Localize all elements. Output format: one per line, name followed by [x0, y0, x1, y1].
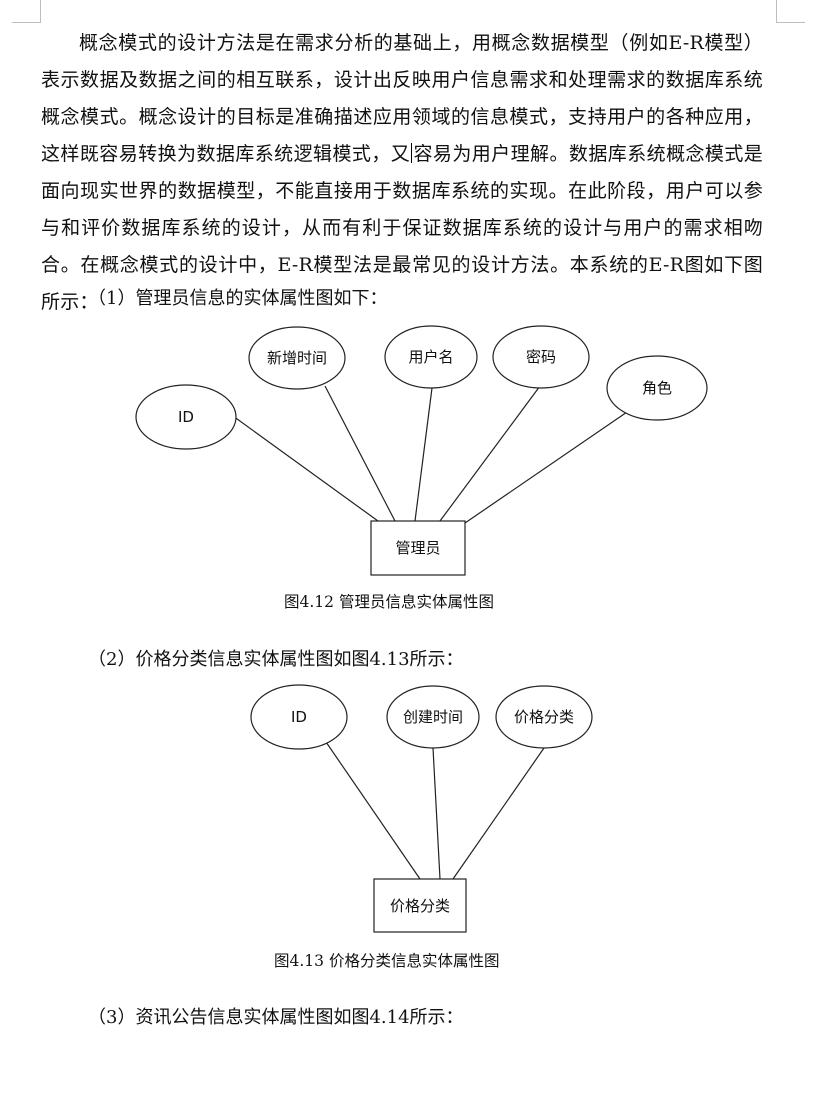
connector-line — [432, 747, 441, 880]
svg-text:密码: 密码 — [526, 348, 556, 366]
list-item-2: （2）价格分类信息实体属性图如图4.13所示： — [88, 649, 464, 670]
connector-lines — [232, 385, 631, 524]
connector-line — [232, 415, 379, 522]
connector-line — [414, 387, 433, 522]
svg-text:新增时间: 新增时间 — [267, 349, 327, 367]
connector-line — [324, 385, 396, 522]
svg-text:角色: 角色 — [642, 379, 672, 397]
svg-text:用户名: 用户名 — [408, 348, 453, 366]
list-item-1: （1）管理员信息的实体属性图如下： — [88, 288, 388, 309]
attribute-price-category: 价格分类 — [495, 685, 593, 749]
body-paragraph: 概念模式的设计方法是在需求分析的基础上，用概念数据模型（例如E-R模型）表示数据… — [41, 25, 763, 321]
paragraph-text-before-caret: 概念模式的设计方法是在需求分析的基础上，用概念数据模型（例如E-R模型）表示数据… — [41, 32, 763, 165]
svg-text:价格分类: 价格分类 — [390, 897, 450, 915]
connector-line — [439, 385, 541, 522]
attribute-created-time: 创建时间 — [386, 685, 480, 749]
er-diagram-admin: ID 新增时间 用户名 密码 角色 管理员 — [135, 325, 708, 576]
connector-lines — [325, 741, 545, 880]
page-corner-mark-left — [12, 0, 41, 23]
figure-caption-4-12: 图4.12 管理员信息实体属性图 — [284, 593, 494, 611]
entity-admin: 管理员 — [370, 520, 466, 576]
attribute-username: 用户名 — [384, 325, 478, 389]
connector-line — [452, 747, 545, 880]
attribute-password: 密码 — [492, 325, 590, 389]
svg-text:ID: ID — [178, 408, 194, 426]
connector-line — [325, 741, 421, 880]
entity-price-category: 价格分类 — [373, 878, 467, 933]
text-cursor — [411, 143, 413, 163]
svg-text:管理员: 管理员 — [395, 539, 440, 557]
svg-text:价格分类: 价格分类 — [514, 708, 574, 726]
list-item-3: （3）资讯公告信息实体属性图如图4.14所示： — [88, 1007, 464, 1028]
connector-line — [464, 409, 631, 524]
paragraph-text-after-caret: 容易为用户理解。数据库系统概念模式是面向现实世界的数据模型，不能直接用于数据库系… — [41, 143, 763, 313]
svg-text:创建时间: 创建时间 — [403, 708, 463, 726]
er-diagram-price-category: ID 创建时间 价格分类 价格分类 — [250, 684, 593, 933]
svg-text:ID: ID — [291, 708, 307, 726]
page-corner-mark-right — [776, 0, 805, 23]
figure-caption-4-13: 图4.13 价格分类信息实体属性图 — [274, 952, 500, 970]
attribute-role: 角色 — [606, 355, 708, 421]
attribute-id: ID — [135, 384, 237, 450]
attribute-id: ID — [250, 684, 348, 750]
attribute-created-time: 新增时间 — [248, 326, 346, 390]
